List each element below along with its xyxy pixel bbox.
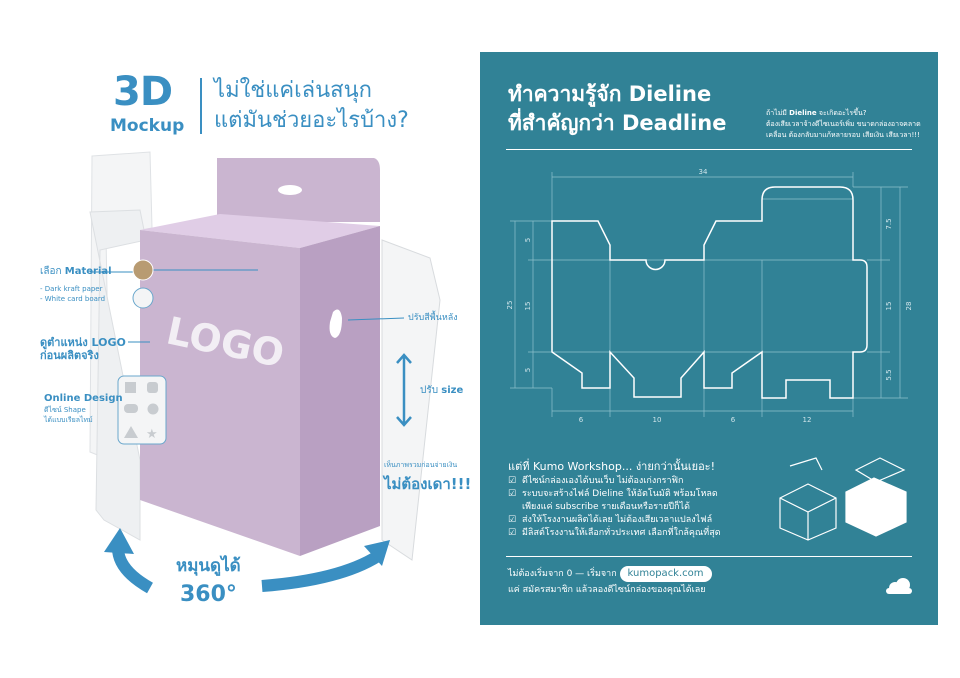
kumo-cloud-logo bbox=[886, 578, 912, 594]
size-prefix: ปรับ bbox=[420, 385, 442, 396]
box-side bbox=[300, 226, 380, 556]
title-divider bbox=[200, 78, 202, 134]
headline-line-2: แต่มันช่วยอะไรบ้าง? bbox=[214, 108, 409, 133]
dim-bottom: 10 bbox=[653, 416, 662, 424]
note-line-3: เคลื่อน ต้องกลับมาแก้หลายรอบ เสียเงิน เส… bbox=[766, 131, 920, 139]
panel-title-line-1: ทำความรู้จัก Dieline bbox=[508, 82, 712, 106]
no-guess-text: ไม่ต้องเดา!!! bbox=[384, 475, 472, 493]
panel-title-line-2: ที่สำคัญกว่า Deadline bbox=[508, 111, 727, 135]
dim-left: 5 bbox=[524, 368, 532, 372]
panel-title: ทำความรู้จัก Dieline ที่สำคัญกว่า Deadlin… bbox=[508, 80, 726, 138]
box-front bbox=[140, 230, 300, 556]
dim-top: 34 bbox=[699, 168, 708, 176]
dim-bottom: 12 bbox=[803, 416, 812, 424]
dim-right-total: 28 bbox=[905, 302, 913, 311]
headline-line-1: ไม่ใช่แค่เล่นสนุก bbox=[214, 78, 372, 103]
box-illustration: LOGO ★ bbox=[89, 151, 441, 594]
online-design-sub: ได้แบบเรียลไทม์ bbox=[44, 416, 93, 424]
divider bbox=[506, 149, 912, 150]
online-design-sub: ดีไซน์ Shape bbox=[44, 406, 86, 414]
material-option: - Dark kraft paper bbox=[40, 285, 103, 293]
preview-note: เห็นภาพรวมก่อนจ่ายเงิน bbox=[384, 461, 458, 469]
dieline-outline bbox=[551, 186, 868, 399]
dim-bottom: 6 bbox=[731, 416, 736, 424]
feature-text-cont: เพียงแค่ subscribe รายเดือนหรือรายปีก็ได… bbox=[522, 502, 690, 512]
note-text: จะเกิดอะไรขึ้น? bbox=[816, 109, 867, 117]
rotate-arrow-right-icon bbox=[261, 550, 382, 592]
kraft-swatch bbox=[132, 259, 154, 281]
note-line-1: ถ้าไม่มี Dieline จะเกิดอะไรขึ้น? bbox=[766, 108, 921, 119]
dim-left: 5 bbox=[524, 238, 532, 242]
size-callout: ปรับ size bbox=[420, 384, 463, 397]
footer-text-2: แค่ สมัครสมาชิก แล้วลองดีไซน์กล่องของคุณ… bbox=[508, 585, 706, 595]
panel-note: ถ้าไม่มี Dieline จะเกิดอะไรขึ้น? ต้องเสี… bbox=[766, 108, 921, 141]
title-mockup: Mockup bbox=[110, 116, 185, 136]
box-sketch-icon bbox=[779, 457, 907, 541]
feature-text: มีลิสต์โรงงานให้เลือกทั่วประเทศ เลือกที่… bbox=[522, 528, 721, 538]
feature-text: ส่งให้โรงงานผลิตได้เลย ไม่ต้องเสียเวลาแป… bbox=[522, 515, 713, 525]
footer-text: ไม่ต้องเริ่มจาก 0 — เริ่มจาก bbox=[508, 569, 617, 579]
feature-item: ☑ ดีไซน์กล่องเองได้บนเว็บ ไม่ต้องเก่งกราฟ… bbox=[508, 475, 721, 488]
dim-right: 7.5 bbox=[885, 218, 893, 229]
material-callout: เลือก Material bbox=[40, 265, 112, 278]
box-top bbox=[140, 214, 380, 248]
material-options: - Dark kraft paper - White card board bbox=[40, 284, 105, 304]
checkbox-icon: ☑ bbox=[508, 489, 517, 499]
size-label: size bbox=[441, 385, 464, 396]
kumopack-link[interactable]: kumopack.com bbox=[619, 566, 712, 582]
headline: ไม่ใช่แค่เล่นสนุกแต่มันช่วยอะไรบ้าง? bbox=[214, 76, 409, 136]
white-swatch bbox=[132, 287, 154, 309]
title-3d: 3D bbox=[113, 69, 173, 115]
feature-item: ☑ ระบบจะสร้างไฟล์ Dieline ให้อัตโนมัติ พร… bbox=[508, 488, 721, 501]
dieline-panel: ทำความรู้จัก Dieline ที่สำคัญกว่า Deadlin… bbox=[480, 52, 938, 625]
feature-item: ☑ ส่งให้โรงงานผลิตได้เลย ไม่ต้องเสียเวลาแ… bbox=[508, 514, 721, 527]
dim-bottom: 6 bbox=[579, 416, 584, 424]
dim-left-total: 25 bbox=[506, 301, 514, 310]
divider bbox=[506, 556, 912, 557]
feature-list: แต่ที่ Kumo Workshop... ง่ายกว่านั้นเยอะ… bbox=[508, 460, 721, 540]
online-design-title: Online Design bbox=[44, 393, 123, 404]
note-line-2: ต้องเสียเวลาจ้างดีไซเนอร์เพิ่ม ขนาดกล่อง… bbox=[766, 120, 921, 128]
die-cut-hole-icon bbox=[329, 309, 342, 338]
feature-item: ☑ มีลิสต์โรงงานให้เลือกทั่วประเทศ เลือกที… bbox=[508, 527, 721, 540]
online-design-callout: Online Design ดีไซน์ Shape ได้แบบเรียลไทม์ bbox=[44, 392, 123, 425]
logo-callout-line-2: ก่อนผลิตจริง bbox=[40, 349, 99, 362]
rotate-label: หมุนดูได้ bbox=[176, 556, 241, 576]
material-prefix: เลือก bbox=[40, 266, 65, 277]
footer: ไม่ต้องเริ่มจาก 0 — เริ่มจาก kumopack.co… bbox=[508, 566, 712, 598]
material-label: Material bbox=[64, 266, 112, 277]
svg-text:★: ★ bbox=[146, 427, 158, 442]
bg-color-callout: ปรับสีพื้นหลัง bbox=[408, 313, 458, 323]
feature-text: ระบบจะสร้างไฟล์ Dieline ให้อัตโนมัติ พร้… bbox=[522, 489, 718, 499]
feature-text: ดีไซน์กล่องเองได้บนเว็บ ไม่ต้องเก่งกราฟิ… bbox=[522, 476, 684, 486]
material-option: - White card board bbox=[40, 295, 106, 303]
rotate-degrees: 360° bbox=[180, 582, 237, 607]
note-text: ถ้าไม่มี bbox=[766, 109, 790, 117]
dim-left: 15 bbox=[524, 302, 532, 311]
checkbox-icon: ☑ bbox=[508, 528, 517, 538]
checkbox-icon: ☑ bbox=[508, 515, 517, 525]
note-bold: Dieline bbox=[789, 109, 817, 117]
feature-heading: แต่ที่ Kumo Workshop... ง่ายกว่านั้นเยอะ… bbox=[508, 460, 715, 473]
dim-right: 15 bbox=[885, 302, 893, 311]
dim-right: 5.5 bbox=[885, 369, 893, 380]
logo-callout-line-1: ดูตำแหน่ง LOGO bbox=[40, 336, 126, 349]
dieline-diagram: 34 6 10 6 12 25 5 15 5 7.5 15 5.5 28 bbox=[506, 168, 913, 594]
checkbox-icon: ☑ bbox=[508, 476, 517, 486]
size-arrow-icon bbox=[396, 353, 412, 427]
